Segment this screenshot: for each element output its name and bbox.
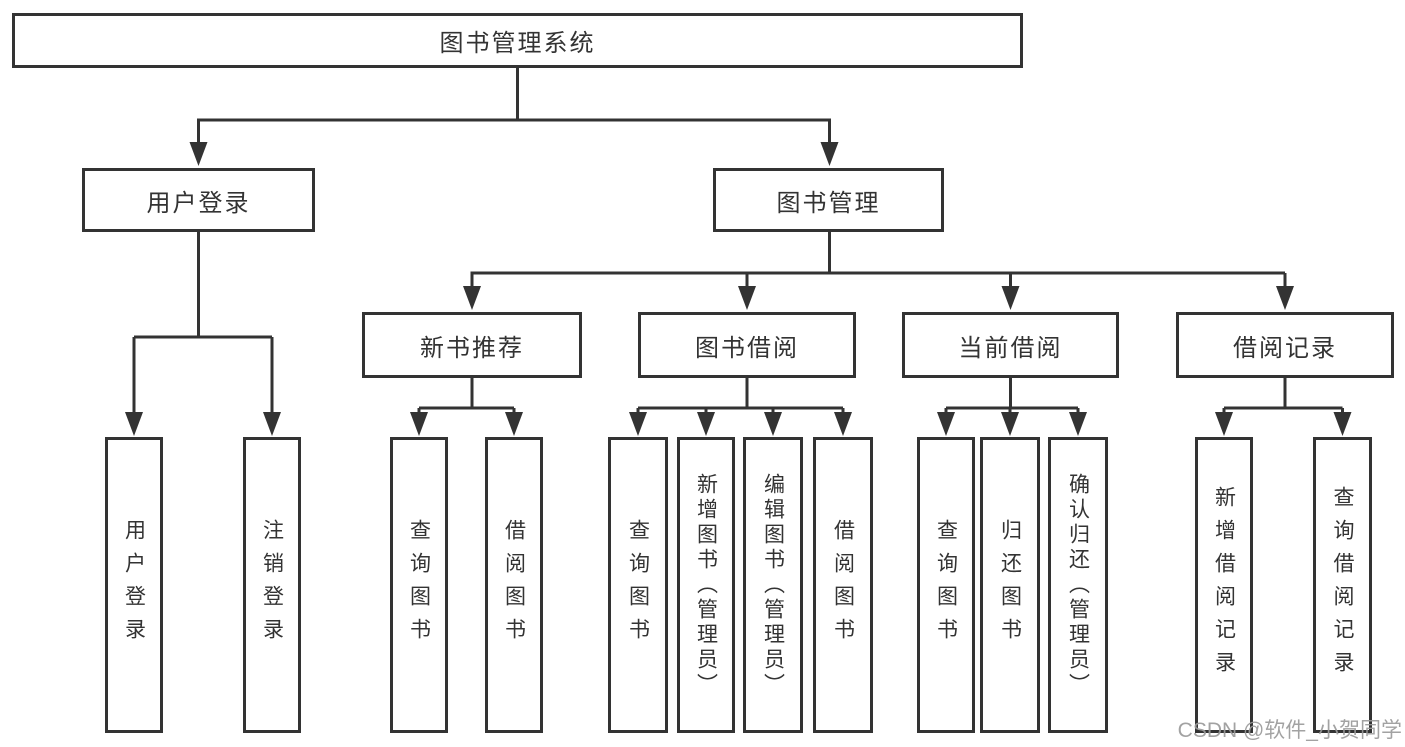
csdn-watermark: CSDN @软件_小贺同学 (1177, 719, 1402, 742)
leaf-return-book: 归还图书 (980, 437, 1040, 733)
node-label: 注销登录 (260, 519, 284, 651)
node-label: 编辑图书（管理员） (761, 472, 785, 698)
leaf-logout: 注销登录 (243, 437, 301, 733)
node-label: 查询图书 (626, 519, 650, 651)
leaf-query-books-current: 查询图书 (917, 437, 975, 733)
node-label: 查询借阅记录 (1331, 486, 1354, 684)
leaf-borrow-books-borrowing: 借阅图书 (813, 437, 873, 733)
leaf-add-book-admin: 新增图书（管理员） (677, 437, 735, 733)
node-book-borrowing: 图书借阅 (638, 312, 856, 378)
node-label: 归还图书 (998, 519, 1022, 651)
leaf-query-borrow-record: 查询借阅记录 (1313, 437, 1372, 733)
node-label: 新增借阅记录 (1212, 486, 1236, 684)
node-label: 用户登录 (122, 519, 146, 651)
node-label: 图书管理系统 (439, 30, 596, 57)
node-user-login: 用户登录 (82, 168, 315, 232)
leaf-query-books-borrowing: 查询图书 (608, 437, 668, 733)
leaf-add-borrow-record: 新增借阅记录 (1195, 437, 1253, 733)
leaf-user-login: 用户登录 (105, 437, 163, 733)
leaf-edit-book-admin: 编辑图书（管理员） (743, 437, 803, 733)
node-root-library-management-system: 图书管理系统 (12, 13, 1023, 68)
node-book-management: 图书管理 (713, 168, 944, 232)
node-label: 确认归还（管理员） (1066, 472, 1090, 698)
leaf-confirm-return-admin: 确认归还（管理员） (1048, 437, 1108, 733)
node-new-book-recommend: 新书推荐 (362, 312, 582, 378)
node-label: 新增图书（管理员） (694, 472, 718, 698)
node-current-borrowing: 当前借阅 (902, 312, 1119, 378)
node-label: 图书借阅 (695, 334, 799, 362)
node-label: 查询图书 (934, 519, 958, 651)
node-label: 当前借阅 (958, 334, 1063, 362)
node-label: 借阅图书 (831, 519, 855, 651)
node-borrow-records: 借阅记录 (1176, 312, 1394, 378)
node-label: 借阅图书 (502, 519, 526, 651)
leaf-borrow-books-recommend: 借阅图书 (485, 437, 543, 733)
node-label: 新书推荐 (420, 334, 524, 362)
node-label: 用户登录 (146, 189, 251, 217)
node-label: 借阅记录 (1233, 334, 1337, 362)
node-label: 图书管理 (776, 189, 881, 217)
leaf-query-books-recommend: 查询图书 (390, 437, 448, 733)
node-label: 查询图书 (407, 519, 431, 651)
